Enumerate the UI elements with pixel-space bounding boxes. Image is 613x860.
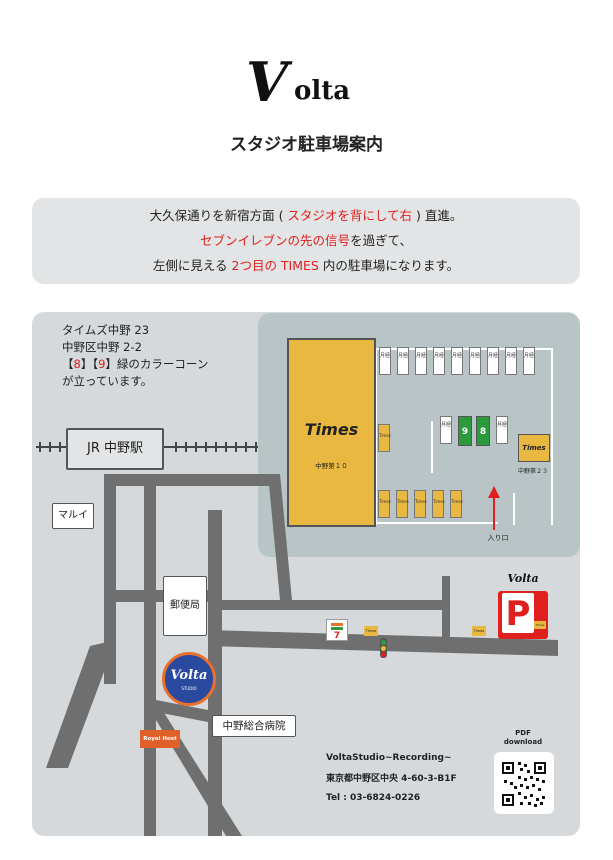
times-slot: Times	[378, 490, 391, 518]
lot-address-line: 中野区中野 2-2	[62, 340, 142, 354]
svg-text:7: 7	[334, 631, 340, 640]
parking-sign: P Times	[498, 591, 548, 639]
cone-note-text: 】緑のカラーコーン	[105, 357, 209, 371]
directions-text: ) 直進。	[416, 208, 463, 223]
marui-store: マルイ	[52, 503, 94, 529]
entrance-label: 入り口	[487, 534, 509, 542]
qr-code-icon	[502, 762, 546, 807]
bracket: 【	[62, 357, 74, 371]
volta-logo: V olta	[238, 52, 388, 114]
directions-line-1: 大久保通りを新宿方面 ( スタジオを背にして右 ) 直進。	[32, 207, 580, 225]
monthly-slot: 月極	[505, 347, 517, 375]
parking-p-letter: P	[502, 593, 534, 634]
studio-marker-sub: STUDIO	[181, 686, 197, 691]
directions-text: を過ぎて、	[350, 233, 412, 248]
seven-eleven-icon: 7	[326, 619, 348, 641]
store-marker: Times	[364, 626, 378, 636]
pdf-label-line: download	[503, 738, 543, 746]
directions-line-3: 左側に見える 2つ目の TIMES 内の駐車場になります。	[32, 257, 580, 275]
times-slot: Times	[432, 490, 445, 518]
page-title: スタジオ駐車場案内	[230, 135, 383, 155]
directions-line-2: セブンイレブンの先の信号を過ぎて、	[32, 232, 580, 250]
times-23-label: 中野第２３	[517, 468, 548, 475]
lot-address-line: タイムズ中野 23	[62, 323, 150, 337]
times-slot: Times	[450, 490, 463, 518]
studio-name: VoltaStudio~Recording~	[326, 753, 452, 763]
monthly-slot: 月極	[487, 347, 499, 375]
studio-tel: Tel : 03-6824-0226	[326, 793, 421, 803]
times-23-sign: Times	[518, 434, 550, 462]
slot-number: 8	[73, 357, 81, 371]
lot-cone-note: 【8】【9】緑のカラーコーン	[62, 356, 208, 372]
entrance-arrow-icon	[488, 486, 500, 530]
monthly-slot: 月極	[451, 347, 463, 375]
times-lot-10: Times 中野第１０	[287, 338, 376, 527]
pdf-qr-code[interactable]	[494, 752, 554, 814]
directions-text: 大久保通りを新宿方面 (	[149, 208, 284, 223]
cone-slot-8: 8	[476, 416, 490, 446]
cone-slot-9: 9	[458, 416, 472, 446]
monthly-slot: 月極	[440, 416, 452, 444]
pdf-download-label: PDF download	[500, 729, 546, 747]
post-office: 郵便局	[163, 576, 207, 636]
directions-highlight: 2つ目の TIMES	[231, 258, 319, 273]
bracket: 】【	[80, 357, 99, 371]
jr-nakano-station: JR 中野駅	[66, 428, 164, 470]
times-slot: Times	[396, 490, 409, 518]
monthly-slot: 月極	[469, 347, 481, 375]
studio-marker-logo: Volta	[170, 668, 208, 683]
monthly-slot: 月極	[379, 347, 391, 375]
monthly-slot: 月極	[496, 416, 508, 444]
parking-volta-logo: Volta	[507, 572, 539, 585]
directions-highlight: スタジオを背にして右	[283, 208, 417, 223]
traffic-signal-icon	[380, 638, 387, 658]
pdf-label-line: PDF	[515, 729, 531, 737]
times-logo: Times	[304, 420, 359, 439]
parking-times-tag: Times	[534, 621, 546, 629]
times-slot: Times	[378, 424, 391, 452]
directions-highlight: セブンイレブンの先の信号	[200, 233, 351, 248]
monthly-slot: 月極	[415, 347, 427, 375]
nakano-general-hospital: 中野総合病院	[212, 715, 296, 737]
monthly-slot: 月極	[397, 347, 409, 375]
monthly-slot: 月極	[433, 347, 445, 375]
slot-number: 9	[98, 357, 106, 371]
royal-host: Royal Host	[140, 730, 180, 748]
directions-text: 内の駐車場になります。	[318, 258, 460, 273]
studio-address: 東京都中野区中央 4-60-3-B1F	[326, 774, 457, 784]
logo-text: olta	[294, 76, 351, 106]
store-marker: Times	[472, 626, 486, 636]
monthly-slot: 月極	[523, 347, 535, 375]
lot-cone-note-2: が立っています。	[62, 374, 153, 388]
times-slot: Times	[414, 490, 427, 518]
times-lot-label: 中野第１０	[315, 462, 348, 470]
directions-panel: 大久保通りを新宿方面 ( スタジオを背にして右 ) 直進。 セブンイレブンの先の…	[32, 198, 580, 284]
volta-studio-marker: Volta STUDIO	[162, 652, 216, 706]
logo-initial: V	[246, 50, 288, 114]
directions-text: 左側に見える	[152, 258, 232, 273]
